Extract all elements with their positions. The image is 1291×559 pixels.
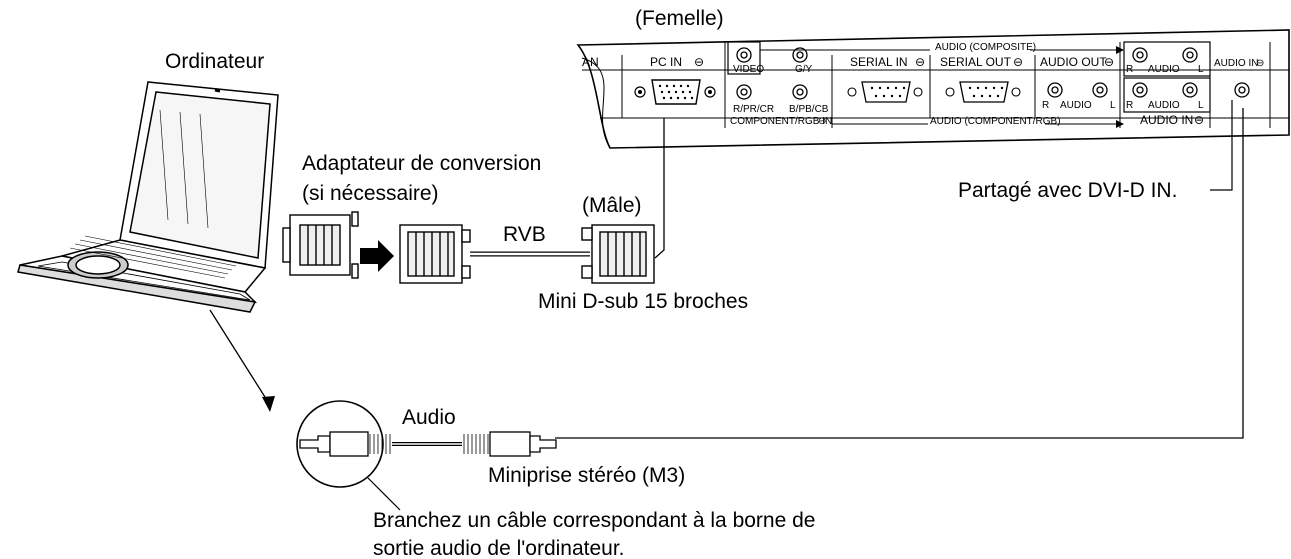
audio-cable-line (555, 108, 1244, 439)
panel-l-label-out: L (1110, 100, 1116, 111)
panel-r-label-bottom: R (1126, 100, 1133, 111)
panel-pc-in-label: PC IN (650, 55, 682, 69)
audio-cable-right-plug (463, 431, 557, 457)
branchez-label-line1: Branchez un câble correspondant à la bor… (373, 509, 815, 532)
rgb-connector-right (581, 224, 655, 284)
panel-pc-in-arrow: ⊖ (694, 55, 704, 69)
pc-in-port[interactable] (634, 79, 716, 105)
panel-gy-label: G/Y (795, 64, 813, 75)
rvb-label: RVB (503, 223, 546, 246)
panel-r-label-top: R (1126, 64, 1133, 75)
panel-audio-out-arrow: ⊖ (1104, 55, 1114, 69)
audio-label: Audio (402, 406, 456, 429)
audio-in-minijack[interactable] (1234, 82, 1250, 98)
femelle-label: (Femelle) (635, 7, 724, 30)
male-label: (Mâle) (582, 194, 642, 217)
panel-audio-in-top-label: AUDIO IN (1214, 58, 1258, 69)
branchez-label-line2: sortie audio de l'ordinateur. (373, 537, 625, 559)
audio-cable-left-plug (299, 431, 391, 457)
rca-jacks-component (736, 47, 808, 100)
rgb-connector-left (399, 224, 471, 284)
adaptateur-label: Adaptateur de conversion (302, 152, 541, 175)
panel-serial-in-label: SERIAL IN (850, 55, 908, 69)
serial-in-port[interactable] (847, 81, 923, 103)
zoom-circle-leader (367, 477, 401, 511)
panel-lan-label: AN (582, 55, 599, 69)
panel-serial-out-label: SERIAL OUT (940, 55, 1012, 69)
panel-serial-out-arrow: ⊖ (1013, 55, 1023, 69)
panel-audio-in-label: AUDIO IN (1140, 113, 1193, 127)
panel-audio-composite-label: AUDIO (COMPOSITE) (935, 42, 1036, 53)
rgb-cable-line (654, 118, 665, 259)
serial-out-port[interactable] (945, 81, 1021, 103)
panel-l-label-top: L (1198, 64, 1204, 75)
panel-audio-component-label: AUDIO (COMPONENT/RGB) (930, 116, 1061, 127)
conversion-adapter (282, 211, 359, 279)
connect-arrow-icon (360, 240, 394, 272)
panel-audio-out-label: AUDIO OUT (1040, 55, 1107, 69)
partage-label: Partagé avec DVI-D IN. (958, 179, 1177, 202)
miniprise-label: Miniprise stéréo (M3) (488, 464, 685, 487)
panel-audio-in-arrow: ⊖ (1194, 113, 1204, 127)
panel-r-label-out: R (1042, 100, 1049, 111)
panel-audio-word-top: AUDIO (1148, 64, 1180, 75)
si-necessaire-label: (si nécessaire) (302, 182, 439, 205)
ordinateur-label: Ordinateur (165, 50, 264, 73)
panel-audio-word-out: AUDIO (1060, 100, 1092, 111)
panel-serial-in-arrow: ⊖ (915, 55, 925, 69)
panel-component-rgb-arrow: ⊖ (818, 116, 826, 127)
display-rear-panel: AN PC IN ⊖ VIDEO G/Y R/PR/CR B/PB/CB COM… (576, 29, 1290, 149)
laptop-to-audio-arrow (209, 309, 275, 412)
panel-rprcr-label: R/PR/CR (733, 104, 774, 115)
mini-dsub-label: Mini D-sub 15 broches (538, 290, 748, 313)
panel-l-label-bottom: L (1198, 100, 1204, 111)
panel-bpbcb-label: B/PB/CB (789, 104, 829, 115)
panel-component-rgb-label: COMPONENT/RGB IN (730, 116, 832, 127)
panel-audio-in-top-arrow: ⊖ (1256, 58, 1264, 69)
panel-audio-word-bottom: AUDIO (1148, 100, 1180, 111)
laptop-computer (17, 81, 279, 313)
partage-leader-line (1210, 100, 1233, 191)
panel-video-label: VIDEO (733, 64, 764, 75)
rca-jacks-audio (1047, 47, 1198, 98)
